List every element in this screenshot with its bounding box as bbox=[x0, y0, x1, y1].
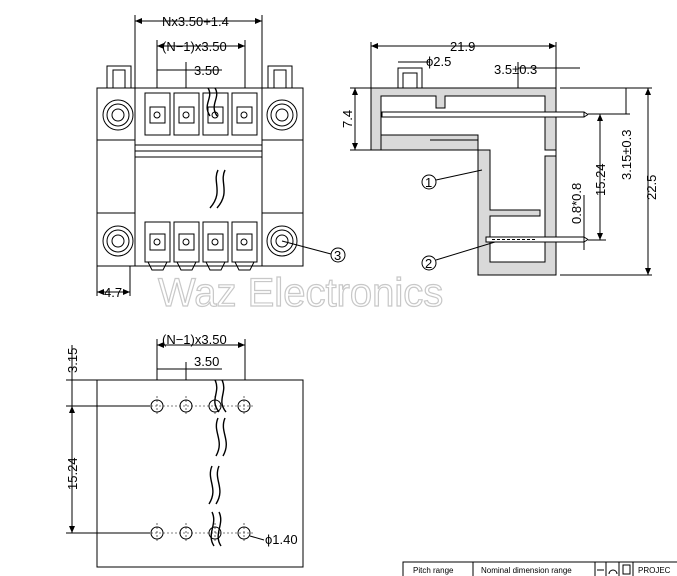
pcb-dim-pitch-span: (N−1)x3.50 bbox=[162, 332, 227, 347]
pcb-dim-pitch: 3.50 bbox=[194, 354, 219, 369]
dim-pitch: 3.50 bbox=[194, 63, 219, 78]
dim-top-height: 7.4 bbox=[340, 110, 355, 128]
dim-pin-diameter: ϕ2.5 bbox=[426, 54, 451, 69]
pcb-break-lines bbox=[208, 379, 227, 547]
title-nominal: Nominal dimension range bbox=[481, 566, 572, 575]
title-pitch-range: Pitch range bbox=[413, 566, 454, 575]
title-block bbox=[402, 561, 677, 576]
dim-edge: 4.7 bbox=[104, 285, 122, 300]
watermark: Waz Electronics bbox=[158, 271, 443, 315]
callout-2: 2 bbox=[425, 256, 432, 271]
title-projection: PROJEC bbox=[638, 566, 671, 575]
dim-pitch-span: (N−1)x3.50 bbox=[162, 39, 227, 54]
top-terminal-row bbox=[144, 92, 258, 136]
arrowheads bbox=[69, 18, 651, 533]
pcb-dim-hole-diameter: ϕ1.40 bbox=[265, 532, 298, 547]
dim-pin-section: 0.8*0.8 bbox=[569, 183, 584, 224]
pcb-layout bbox=[66, 339, 304, 568]
callout-1: 1 bbox=[425, 175, 432, 190]
dim-side-length: 21.9 bbox=[450, 39, 475, 54]
bottom-terminal-row bbox=[144, 221, 258, 271]
dim-total-width: Nx3.50+1.4 bbox=[162, 14, 229, 29]
pcb-dim-row-span: 15.24 bbox=[65, 457, 80, 490]
side-view bbox=[350, 42, 652, 276]
dim-side-mid: 3.15±0.3 bbox=[619, 129, 634, 180]
front-break-lines bbox=[206, 87, 226, 209]
dim-side-row-span: 15.24 bbox=[593, 163, 608, 196]
front-view bbox=[96, 15, 346, 296]
dim-side-height: 22.5 bbox=[644, 175, 659, 200]
pcb-dim-top-edge: 3.15 bbox=[65, 348, 80, 373]
dim-pin-offset: 3.5±0.3 bbox=[494, 62, 537, 77]
callout-3: 3 bbox=[334, 248, 341, 263]
